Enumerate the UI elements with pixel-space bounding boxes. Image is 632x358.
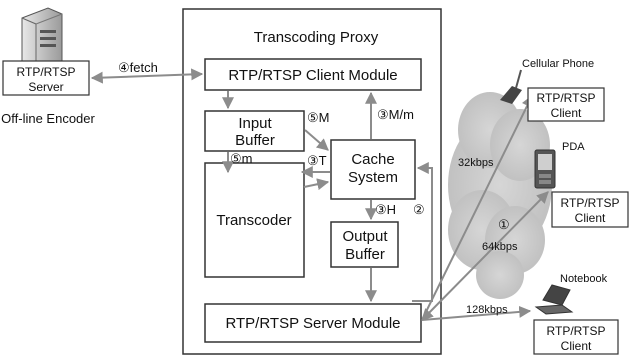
one-label: ① xyxy=(498,217,510,232)
phone-client-line1: RTP/RTSP xyxy=(537,91,596,105)
input-buffer-line2: Buffer xyxy=(235,132,275,149)
bw-pda: 64kbps xyxy=(482,241,518,253)
network-cloud xyxy=(448,92,552,299)
m-upper-label: ⑤M xyxy=(307,110,329,125)
cache-system-box xyxy=(330,139,416,200)
notebook-client-box xyxy=(533,319,619,355)
cache-system-line2: System xyxy=(348,169,398,186)
cellular-phone-icon xyxy=(500,69,522,104)
phone-client-box xyxy=(527,87,605,122)
link-to-notebook xyxy=(421,305,532,321)
fetch-arrow xyxy=(90,68,204,84)
notebook-icon xyxy=(534,284,574,315)
input-buffer-box xyxy=(204,110,305,152)
two-label: ② xyxy=(413,202,425,217)
output-buffer-line2: Buffer xyxy=(345,246,385,263)
phone-client-line2: Client xyxy=(551,106,582,120)
bw-notebook: 128kbps xyxy=(466,304,508,316)
bw-phone: 32kbps xyxy=(458,157,494,169)
client-module-box xyxy=(204,58,422,91)
h-label: ③H xyxy=(375,202,396,217)
transcoder-label: Transcoder xyxy=(216,212,291,229)
transcoder-box xyxy=(204,162,305,278)
transcoder-to-cache-arrow xyxy=(303,178,330,191)
link-to-pda xyxy=(421,191,549,321)
notebook-client-line2: Client xyxy=(561,339,592,353)
server-module-box xyxy=(204,303,422,343)
fetch-label: ④fetch xyxy=(118,60,158,75)
encoder-box-line1: RTP/RTSP xyxy=(17,65,76,79)
m-lower-label: ⑤m xyxy=(230,151,252,166)
notebook-client-line1: RTP/RTSP xyxy=(547,324,606,338)
encoder-caption: Off-line Encoder xyxy=(1,111,95,126)
proxy-title: Transcoding Proxy xyxy=(254,29,379,46)
output-buffer-box xyxy=(330,221,399,268)
pda-client-line2: Client xyxy=(575,211,606,225)
encoder-server-box xyxy=(2,60,90,96)
notebook-caption: Notebook xyxy=(560,273,608,285)
pda-client-box xyxy=(551,191,629,228)
client-module-label: RTP/RTSP Client Module xyxy=(228,67,397,84)
input-buffer-line1: Input xyxy=(238,115,272,132)
pda-icon xyxy=(534,149,556,189)
output-buffer-line1: Output xyxy=(342,228,388,245)
cache-system-line1: Cache xyxy=(351,151,394,168)
encoder-box-line2: Server xyxy=(28,80,63,94)
pda-caption: PDA xyxy=(562,141,585,153)
pda-client-line1: RTP/RTSP xyxy=(561,196,620,210)
mm-label: ③M/m xyxy=(377,107,414,122)
phone-caption: Cellular Phone xyxy=(522,58,594,70)
t-label: ③T xyxy=(307,153,327,168)
server-module-label: RTP/RTSP Server Module xyxy=(225,315,400,332)
input-to-cache-arrow xyxy=(304,129,329,151)
